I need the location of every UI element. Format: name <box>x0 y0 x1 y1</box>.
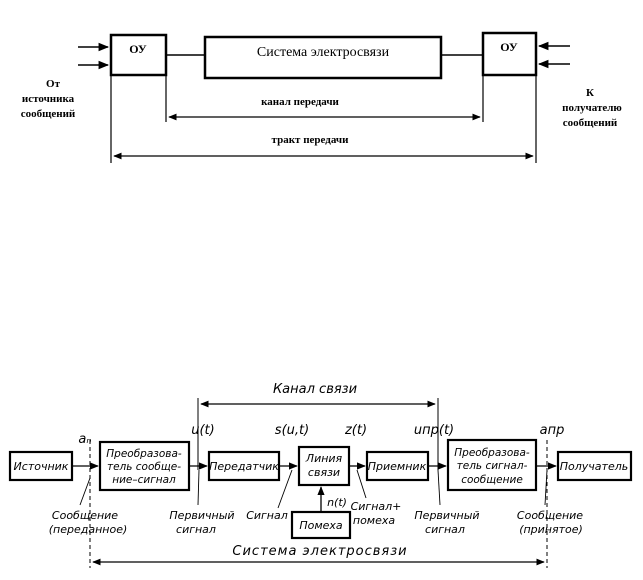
receiver-line-3: сообщений <box>563 117 618 129</box>
line-line-2: связи <box>308 466 340 479</box>
source-line-1: От <box>46 78 61 90</box>
leader-signal <box>277 469 293 509</box>
converter2-line-3: сообщение <box>461 474 523 486</box>
symbol-n-t: n(t) <box>327 496 347 509</box>
line-line-1: Линия <box>305 452 343 465</box>
source-block <box>8 450 74 482</box>
transmitter-block <box>207 450 281 482</box>
source-line-3: сообщений <box>21 108 76 120</box>
receiver-line-1: К <box>586 87 594 99</box>
top-diagram: ОУ Система электросвязи ОУ От источника … <box>21 31 622 163</box>
receiver-label: Приемник <box>368 460 427 473</box>
converter1-line-3: ние–сигнал <box>112 474 176 486</box>
channel-label-bottom: Канал связи <box>273 382 357 397</box>
leader-primary1 <box>197 469 200 506</box>
system-label-bottom: Система электросвязи <box>232 544 407 559</box>
note-msg-recv-2: (принятое) <box>519 523 583 536</box>
note-sig-noise-1: Сигнал+ <box>351 500 402 513</box>
receiver-line-2: получателю <box>562 102 622 114</box>
note-signal: Сигнал <box>246 509 288 522</box>
transmitter-label: Передатчик <box>209 460 279 473</box>
converter2-block <box>446 438 538 492</box>
leader-sig-noise <box>356 469 367 499</box>
note-primary1-1: Первичный <box>169 509 234 522</box>
ou-right-box <box>481 31 538 77</box>
system-label: Система электросвязи <box>257 45 390 60</box>
symbol-a-pr: aпр <box>540 423 565 438</box>
converter1-block <box>98 440 191 492</box>
ou-left-label: ОУ <box>129 42 147 56</box>
system-box <box>203 35 443 80</box>
note-msg-sent-1: Сообщение <box>52 509 118 522</box>
converter1-line-2: тель сообще- <box>107 461 181 473</box>
receiver-block <box>365 450 430 482</box>
bottom-diagram: Канал связи Источник Преобразова- тель с… <box>8 382 633 568</box>
recipient-label: Получатель <box>560 460 628 473</box>
symbol-a-n: aₙ <box>78 432 91 447</box>
note-msg-sent-2: (переданное) <box>49 523 128 536</box>
note-msg-recv-1: Сообщение <box>517 509 583 522</box>
symbol-s-ut: s(u,t) <box>275 423 309 438</box>
converter2-line-1: Преобразова- <box>454 447 530 459</box>
recipient-block <box>556 450 633 482</box>
leader-msg-sent <box>79 477 91 506</box>
channel-label: канал передачи <box>261 96 339 108</box>
symbol-u-pr: uпр(t) <box>414 423 454 438</box>
note-primary1-2: сигнал <box>176 523 216 536</box>
source-line-2: источника <box>22 93 75 105</box>
converter2-line-2: тель сигнал- <box>457 460 528 472</box>
ou-right-label: ОУ <box>500 40 518 54</box>
converter1-line-1: Преобразова- <box>106 448 182 460</box>
source-block-label: Источник <box>14 460 69 473</box>
noise-block <box>290 510 352 540</box>
note-primary2-1: Первичный <box>414 509 479 522</box>
note-primary2-2: сигнал <box>425 523 465 536</box>
symbol-z-t: z(t) <box>344 423 367 438</box>
path-label: тракт передачи <box>272 134 350 146</box>
noise-label: Помеха <box>299 519 343 532</box>
note-sig-noise-2: помеха <box>353 514 395 527</box>
symbol-u-t: u(t) <box>191 423 214 438</box>
leader-primary2 <box>437 469 441 506</box>
